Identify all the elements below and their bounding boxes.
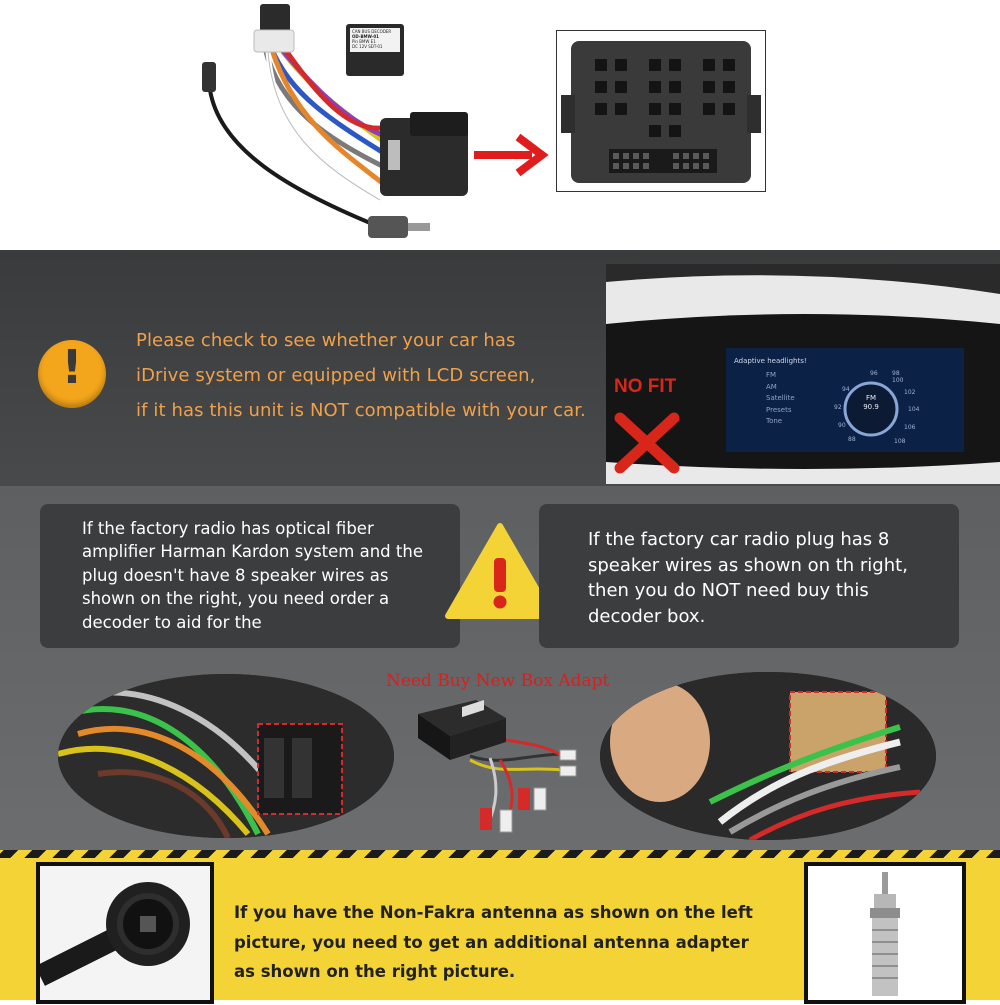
compatibility-line-3: if it has this unit is NOT compatible wi…	[136, 400, 586, 421]
plug-closeup-photo	[556, 30, 766, 192]
idrive-menu-item: Satellite	[766, 394, 795, 402]
compatibility-line-1: Please check to see whether your car has	[136, 330, 516, 351]
decoder-adapter-illustration	[418, 699, 577, 833]
decoder-needed-box	[40, 504, 460, 648]
decoder-label-line3: Pin BMW E1	[352, 39, 376, 44]
decoder-needed-text: If the factory radio has optical fiber a…	[82, 519, 423, 632]
decoder-label-line2: OD-BMW-01	[352, 34, 379, 39]
idrive-menu-item: AM	[766, 382, 777, 391]
dial-tick: 88	[848, 436, 856, 443]
decoder-box-adapter-photo	[410, 696, 590, 836]
decoder-label-line1: CAN BUS DECODER	[352, 29, 392, 34]
dial-tick: 106	[904, 424, 916, 431]
decoder-label: CAN BUS DECODER OD-BMW-01 Pin BMW E1 DC …	[350, 28, 400, 52]
need-buy-label: Need Buy New Box Adapt	[386, 671, 610, 691]
warning-circle-icon	[38, 340, 106, 408]
wires-illustration-left	[58, 674, 394, 838]
compatibility-line-2: iDrive system or equipped with LCD scree…	[136, 365, 536, 386]
decoder-not-needed-box	[539, 504, 959, 648]
idrive-dashboard-illustration	[606, 264, 1000, 484]
no-fit-label: NO FIT	[614, 376, 677, 397]
dial-tick: 108	[894, 438, 906, 445]
warning-triangle-icon	[445, 523, 555, 619]
plug-pins-illustration	[561, 41, 761, 183]
wires-illustration-right	[600, 672, 936, 840]
idrive-screen-photo: Adaptive headlights! FM AM Satellite Pre…	[606, 264, 1000, 484]
antenna-note: If you have the Non-Fakra antenna as sho…	[234, 898, 794, 987]
exclamation-icon: !	[61, 340, 83, 394]
antenna-plug-illustration	[35, 866, 210, 1000]
factory-plug-photo-left	[58, 674, 394, 838]
idrive-tuner-readout: FM 90.9	[856, 394, 886, 412]
dial-tick: 96	[870, 370, 878, 377]
decoder-not-needed-text: If the factory car radio plug has 8 spea…	[588, 529, 908, 627]
idrive-frequency: 90.9	[863, 403, 879, 411]
dial-tick: 92	[834, 404, 842, 411]
idrive-band: FM	[865, 394, 877, 402]
dial-tick: 102	[904, 389, 916, 396]
dial-tick: 104	[908, 406, 920, 413]
dial-tick: 94	[842, 386, 850, 393]
product-overview-section	[0, 0, 1000, 250]
idrive-menu-item: FM	[766, 371, 777, 379]
non-fakra-antenna-photo	[35, 862, 214, 1004]
decoder-box-photo: CAN BUS DECODER OD-BMW-01 Pin BMW E1 DC …	[346, 24, 404, 76]
antenna-note-line-3: as shown on the right picture.	[234, 962, 516, 981]
idrive-menu-item: Tone	[766, 417, 783, 425]
dial-tick: 100	[892, 377, 904, 384]
idrive-menu-item: Presets	[766, 405, 792, 414]
antenna-note-line-1: If you have the Non-Fakra antenna as sho…	[234, 903, 753, 922]
red-x-icon	[614, 412, 680, 474]
antenna-adapter-photo	[804, 862, 966, 1004]
factory-plug-photo-right	[600, 672, 936, 840]
dial-tick: 98	[892, 370, 900, 377]
hazard-stripe-divider	[0, 850, 1000, 858]
red-arrow-icon	[474, 133, 549, 177]
idrive-header: Adaptive headlights!	[734, 357, 807, 365]
antenna-note-line-2: picture, you need to get an additional a…	[234, 932, 749, 952]
decoder-label-line4: DC 12V SDT-01	[352, 44, 383, 49]
antenna-adapter-illustration	[808, 866, 962, 1000]
wiring-harness-illustration	[202, 4, 468, 238]
dial-tick: 90	[838, 422, 846, 429]
idrive-menu: FM AM Satellite Presets Tone	[766, 370, 795, 428]
